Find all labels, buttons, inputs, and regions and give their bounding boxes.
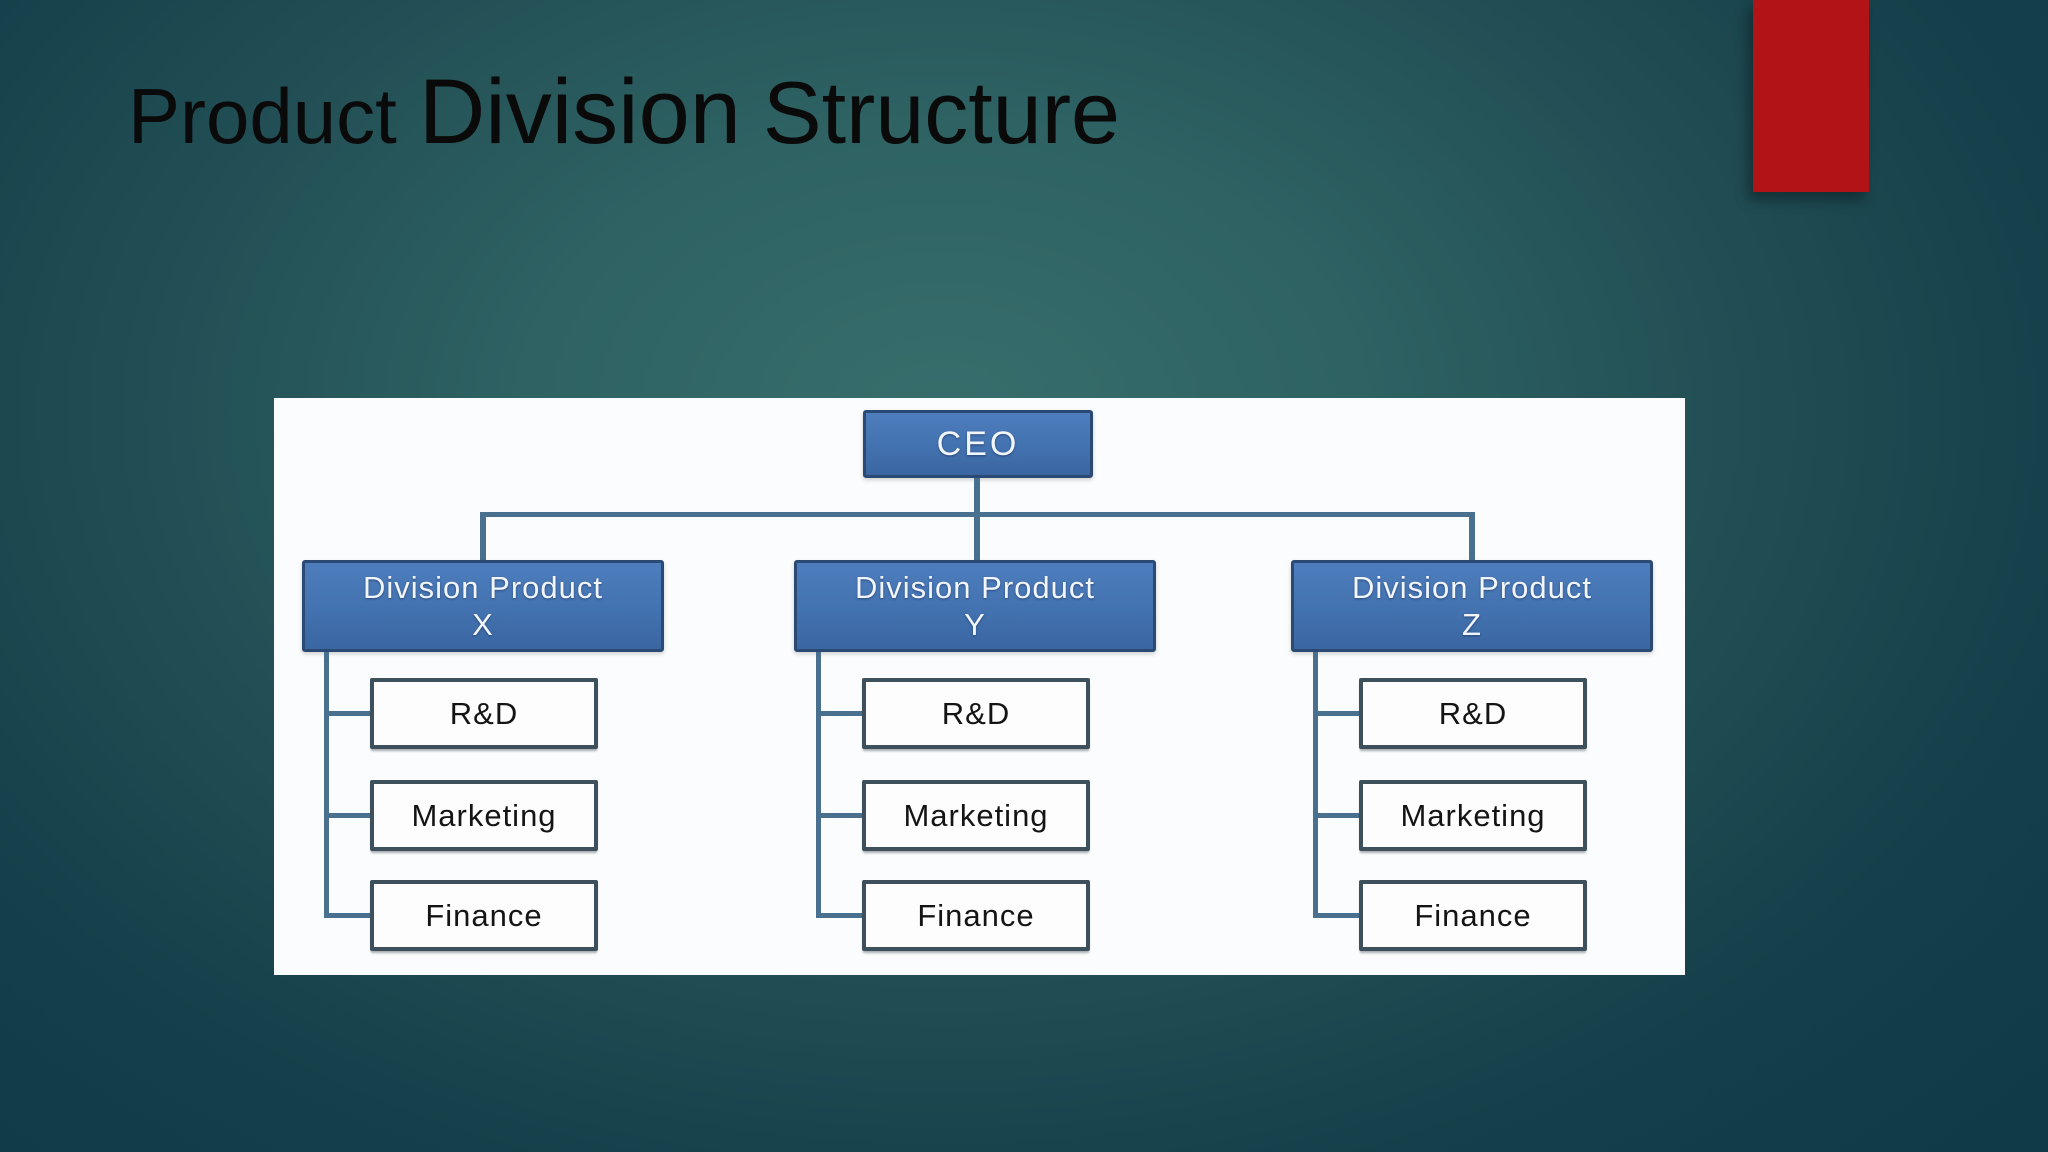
division-x-label-line2: X [472,607,494,642]
division-y-branch-line [816,652,821,918]
division-node-z: Division Product Z [1291,560,1653,652]
connector-drop-division-x [480,517,486,562]
division-column-z: Division Product Z R&D Marketing Finance [1291,560,1653,955]
division-x-stub-rnd [328,711,370,716]
division-y-stub-finance [820,913,862,918]
dept-node-z-finance: Finance [1359,880,1587,951]
dept-node-y-marketing: Marketing [862,780,1090,851]
dept-node-z-rnd: R&D [1359,678,1587,749]
red-accent-bar [1753,0,1869,192]
ceo-label: CEO [936,424,1020,463]
division-z-stub-finance [1317,913,1359,918]
title-word-structure: Structure [762,63,1120,162]
division-z-label-line2: Z [1462,607,1482,642]
division-z-stub-marketing [1317,813,1359,818]
division-x-label-line1: Division Product [363,569,603,605]
dept-node-x-marketing: Marketing [370,780,598,851]
dept-node-x-finance: Finance [370,880,598,951]
dept-label-x-rnd: R&D [449,695,519,731]
division-y-label-line1: Division Product [855,569,1095,605]
dept-label-y-rnd: R&D [941,695,1011,731]
division-y-stub-rnd [820,711,862,716]
division-column-y: Division Product Y R&D Marketing Finance [794,560,1156,955]
division-node-y: Division Product Y [794,560,1156,652]
dept-node-y-finance: Finance [862,880,1090,951]
title-word-division: Division [418,61,741,163]
connector-drop-division-z [1469,517,1475,562]
title-word-product: Product [128,72,397,160]
connector-horizontal-rail [480,512,1475,517]
dept-node-z-marketing: Marketing [1359,780,1587,851]
division-y-label-line2: Y [964,607,986,642]
division-z-branch-line [1313,652,1318,918]
dept-label-z-rnd: R&D [1438,695,1508,731]
dept-label-z-marketing: Marketing [1400,797,1546,833]
dept-label-y-finance: Finance [917,897,1035,933]
division-x-stub-marketing [328,813,370,818]
dept-label-z-finance: Finance [1414,897,1532,933]
ceo-node: CEO [863,410,1093,478]
division-x-branch-line [324,652,329,918]
slide-title: Product Division Structure [128,60,1120,165]
org-chart-panel: CEO Division Product X R&D Marketing Fin… [274,398,1685,975]
division-x-stub-finance [328,913,370,918]
division-z-stub-rnd [1317,711,1359,716]
division-z-label-line1: Division Product [1352,569,1592,605]
division-y-stub-marketing [820,813,862,818]
division-column-x: Division Product X R&D Marketing Finance [302,560,664,955]
dept-label-x-finance: Finance [425,897,543,933]
dept-label-x-marketing: Marketing [411,797,557,833]
connector-ceo-drop-line [974,478,980,560]
dept-node-y-rnd: R&D [862,678,1090,749]
division-node-x: Division Product X [302,560,664,652]
dept-label-y-marketing: Marketing [903,797,1049,833]
dept-node-x-rnd: R&D [370,678,598,749]
